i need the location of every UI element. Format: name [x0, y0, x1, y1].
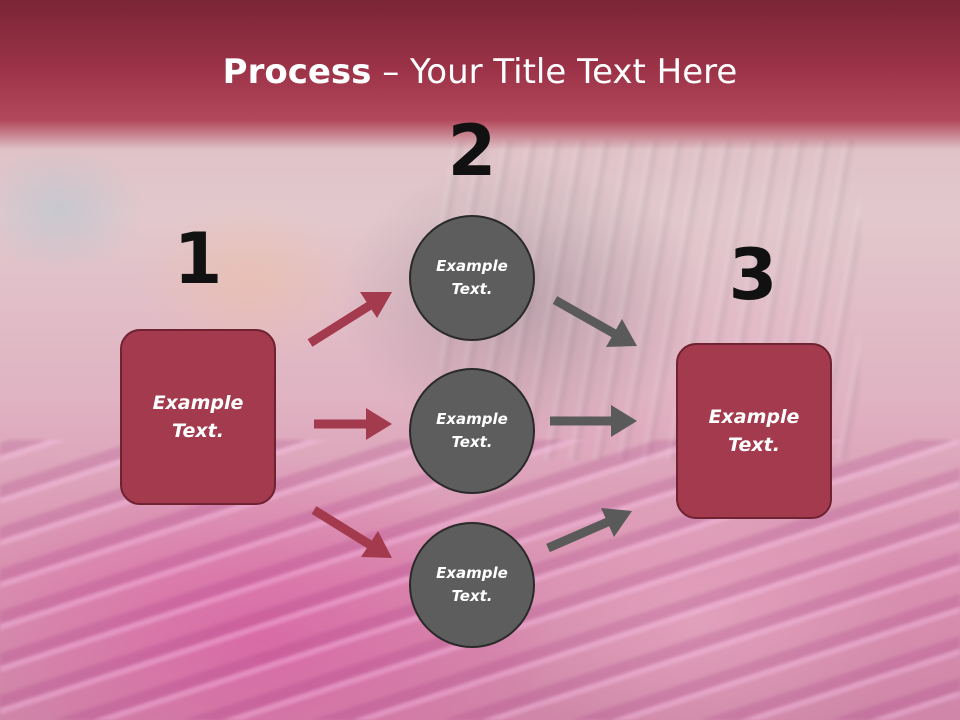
circle-bottom-line2: Text. [451, 587, 493, 605]
step-number-2: 2 [447, 110, 497, 192]
circle-bottom-line1: Example [436, 563, 508, 582]
circle-middle[interactable]: Example Text. [409, 368, 535, 494]
step-1-box[interactable]: Example Text. [120, 329, 276, 505]
step-3-text-line1: Example [708, 405, 800, 428]
step-3-box[interactable]: Example Text. [676, 343, 832, 519]
title-bold: Process [222, 52, 372, 92]
arrow-right-up [552, 296, 637, 347]
circle-bottom[interactable]: Example Text. [409, 522, 535, 648]
title-dash: – [371, 52, 411, 92]
step-1-text-line1: Example [152, 391, 244, 414]
arrow-left-down [311, 506, 392, 558]
title-rest: Your Title Text Here [410, 52, 738, 92]
step-number-1: 1 [173, 218, 223, 300]
arrow-left-middle [314, 408, 392, 440]
arrow-right-middle [550, 405, 637, 437]
step-1-text-line2: Text. [172, 420, 224, 442]
circle-top-line1: Example [436, 256, 508, 275]
step-3-text-line2: Text. [728, 434, 780, 456]
circle-top[interactable]: Example Text. [409, 215, 535, 341]
circle-middle-line1: Example [436, 409, 508, 428]
circle-middle-line2: Text. [451, 433, 493, 451]
arrow-right-down [546, 508, 632, 553]
title-band [0, 0, 960, 150]
circle-top-line2: Text. [451, 280, 493, 298]
step-number-3: 3 [728, 234, 778, 316]
arrow-left-up [307, 292, 392, 347]
slide-title[interactable]: Process – Your Title Text Here [0, 52, 960, 92]
